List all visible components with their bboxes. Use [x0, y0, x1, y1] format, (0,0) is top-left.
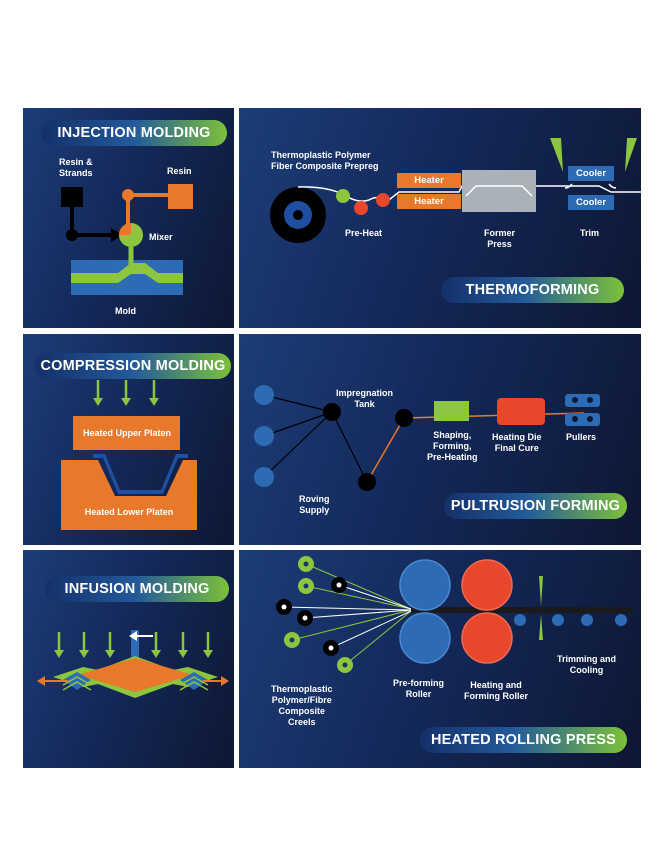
preheat-roller-red-2: [376, 193, 390, 207]
injection-molding-panel: INJECTION MOLDING Resin & Strands Resin …: [23, 108, 234, 328]
infusion-molding-diagram: [37, 630, 229, 698]
stack-right: [180, 672, 208, 690]
puller-bottom: [565, 413, 600, 426]
puller-top: [565, 394, 600, 407]
prepreg-label: Thermoplastic Polymer Fiber Composite Pr…: [271, 150, 379, 171]
resin-box: [168, 184, 193, 209]
stack-left: [63, 672, 91, 690]
heating-roller-label: Heating and Forming Roller: [464, 680, 529, 701]
compression-molding-panel: COMPRESSION MOLDING Heated Upper Platen …: [23, 334, 234, 545]
cooling-roller-3: [581, 614, 593, 626]
flow-right-arrow-icon: [221, 676, 229, 686]
preheat-label: Pre-Heat: [345, 228, 383, 238]
upper-platen-label: Heated Upper Platen: [82, 428, 172, 438]
thermoforming-diagram: [270, 138, 641, 243]
trim-blade-bottom: [539, 614, 543, 640]
compression-molding-title: COMPRESSION MOLDING: [35, 353, 231, 379]
pultrusion-forming-diagram: [254, 385, 600, 491]
pullers-label: Pullers: [566, 432, 597, 442]
trimming-label: Trimming and Cooling: [557, 654, 617, 675]
roving-supply-label: Roving Supply: [299, 494, 330, 515]
resin-label: Resin: [167, 166, 192, 176]
creels-label: Thermoplastic Polymer/Fibre Composite Cr…: [271, 684, 333, 727]
impregnation-tank-label: Impregnation Tank: [336, 388, 394, 409]
upper-platen: [73, 416, 180, 450]
lower-platen-label: Heated Lower Platen: [84, 507, 174, 517]
pultrusion-forming-title: PULTRUSION FORMING: [444, 493, 627, 519]
heating-die-label: Heating Die Final Cure: [492, 432, 542, 453]
shaping-box: [434, 401, 469, 421]
pultrusion-forming-panel: Impregnation Tank Roving Supply Shaping,…: [239, 334, 641, 545]
roving-spool-1: [254, 385, 274, 405]
heating-die-box: [497, 398, 545, 425]
heater-top: Heater: [397, 173, 461, 188]
injection-molding-diagram: [61, 184, 193, 295]
heating-roller-bottom: [461, 612, 513, 664]
flow-left-arrow-icon: [37, 676, 45, 686]
heating-roller-top: [461, 559, 513, 611]
preforming-roller-label: Pre-forming Roller: [393, 678, 445, 699]
mold-cavity: [71, 263, 183, 283]
heated-rolling-press-diagram: [276, 556, 633, 673]
heater-bottom: Heater: [397, 194, 461, 209]
cooler-bottom: Cooler: [568, 195, 614, 210]
tank-roller-1: [323, 403, 341, 421]
preheat-roller-green: [336, 189, 350, 203]
flow-arrow: [111, 228, 123, 242]
molded-part: [93, 454, 188, 494]
preforming-roller-top: [399, 559, 451, 611]
vacuum-arrow-icon: [129, 631, 137, 641]
injection-molding-title: INJECTION MOLDING: [41, 120, 227, 146]
former-press: [462, 170, 536, 212]
former-press-label: Former Press: [484, 228, 516, 249]
cooling-roller-2: [552, 614, 564, 626]
compression-molding-diagram: [61, 380, 197, 530]
mixer-label: Mixer: [149, 232, 173, 242]
mold-label: Mold: [115, 306, 136, 316]
cooler-top: Cooler: [568, 166, 614, 181]
trim-blade-top: [539, 576, 543, 606]
heated-rolling-press-title: HEATED ROLLING PRESS: [420, 727, 627, 753]
composite-sheet: [411, 607, 633, 613]
lower-platen: [61, 460, 197, 530]
thermoforming-panel: Thermoplastic Polymer Fiber Composite Pr…: [239, 108, 641, 328]
tank-roller-2: [358, 473, 376, 491]
trim-blade-right: [625, 138, 637, 172]
resin-strands-box: [61, 187, 83, 207]
resin-strands-label: Resin & Strands: [59, 157, 93, 178]
cooling-roller-4: [615, 614, 627, 626]
trim-label: Trim: [580, 228, 600, 238]
shaping-label: Shaping, Forming, Pre-Heating: [427, 430, 478, 462]
infusion-molding-title: INFUSION MOLDING: [45, 576, 229, 602]
cooling-roller-1: [514, 614, 526, 626]
preforming-roller-bottom: [399, 612, 451, 664]
roving-spool-3: [254, 467, 274, 487]
infusion-molding-panel: INFUSION MOLDING: [23, 550, 234, 768]
vacuum-port: [131, 630, 139, 662]
infusion-mold: [78, 658, 193, 692]
preheat-roller-red: [354, 201, 368, 215]
thermoforming-title: THERMOFORMING: [441, 277, 624, 303]
trim-blade-left: [550, 138, 563, 172]
tank-roller-3: [395, 409, 413, 427]
heated-rolling-press-panel: Thermoplastic Polymer/Fibre Composite Cr…: [239, 550, 641, 768]
roving-spool-2: [254, 426, 274, 446]
